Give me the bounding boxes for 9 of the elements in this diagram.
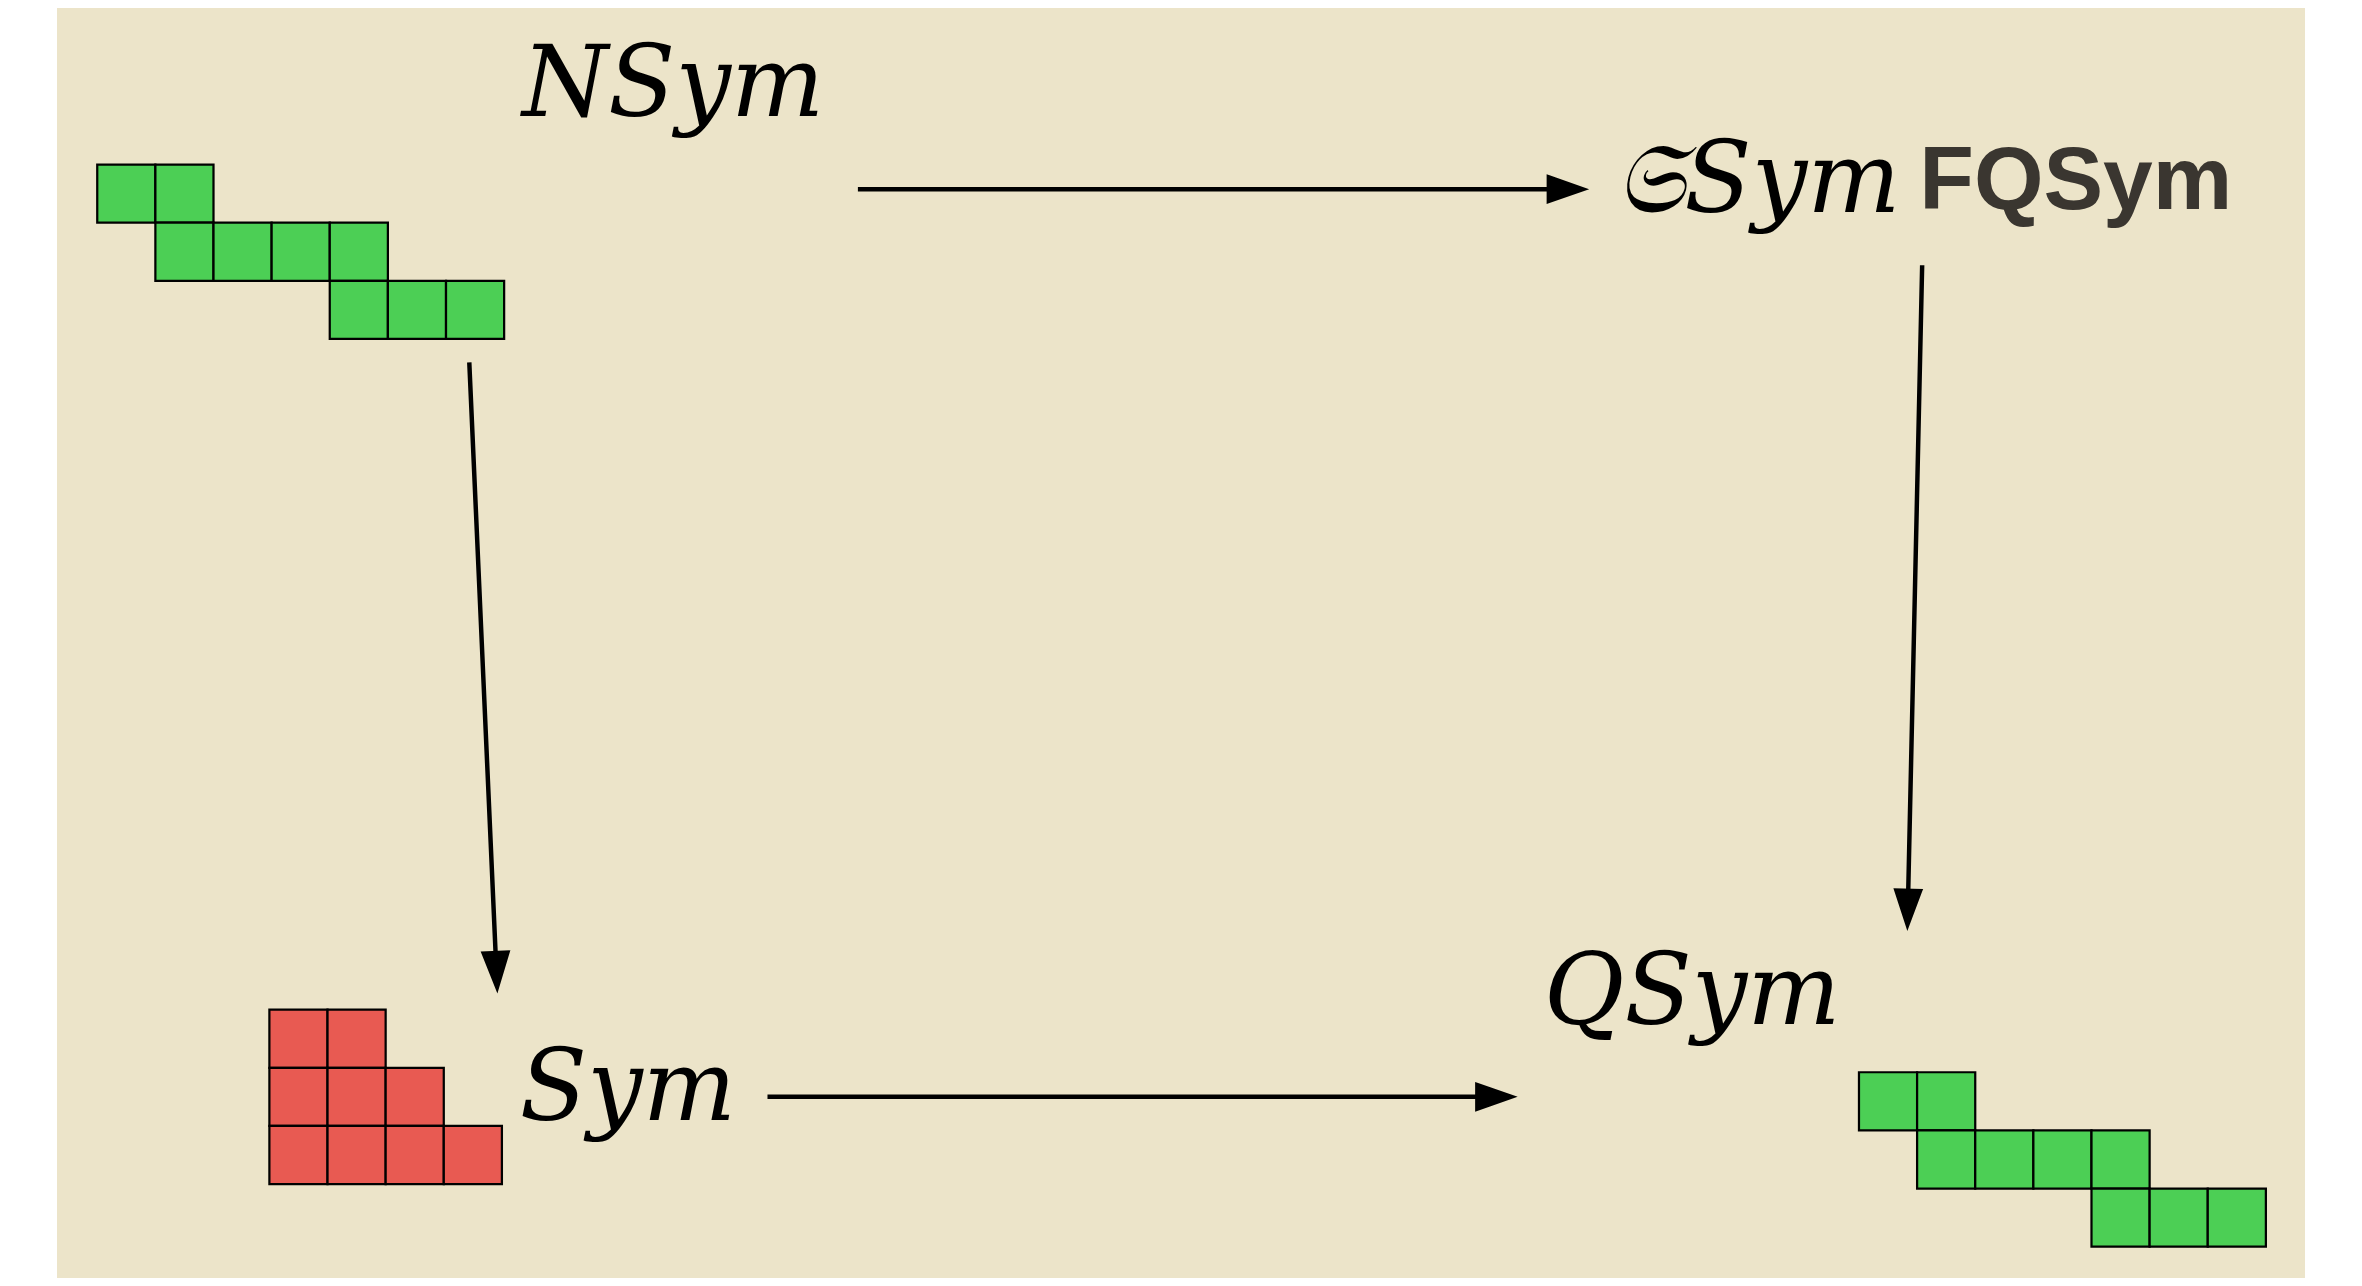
node-label: QSym — [1543, 932, 1841, 1047]
node-label: Sym — [519, 1028, 737, 1143]
arrow — [767, 1081, 1518, 1112]
node-label: FQSym — [1919, 128, 2233, 229]
arrow — [1893, 265, 1925, 932]
arrow — [857, 174, 1590, 205]
node-label: NSym — [522, 24, 825, 139]
arrow — [467, 362, 511, 994]
node-text: 𝔖Sym — [1615, 120, 1901, 235]
